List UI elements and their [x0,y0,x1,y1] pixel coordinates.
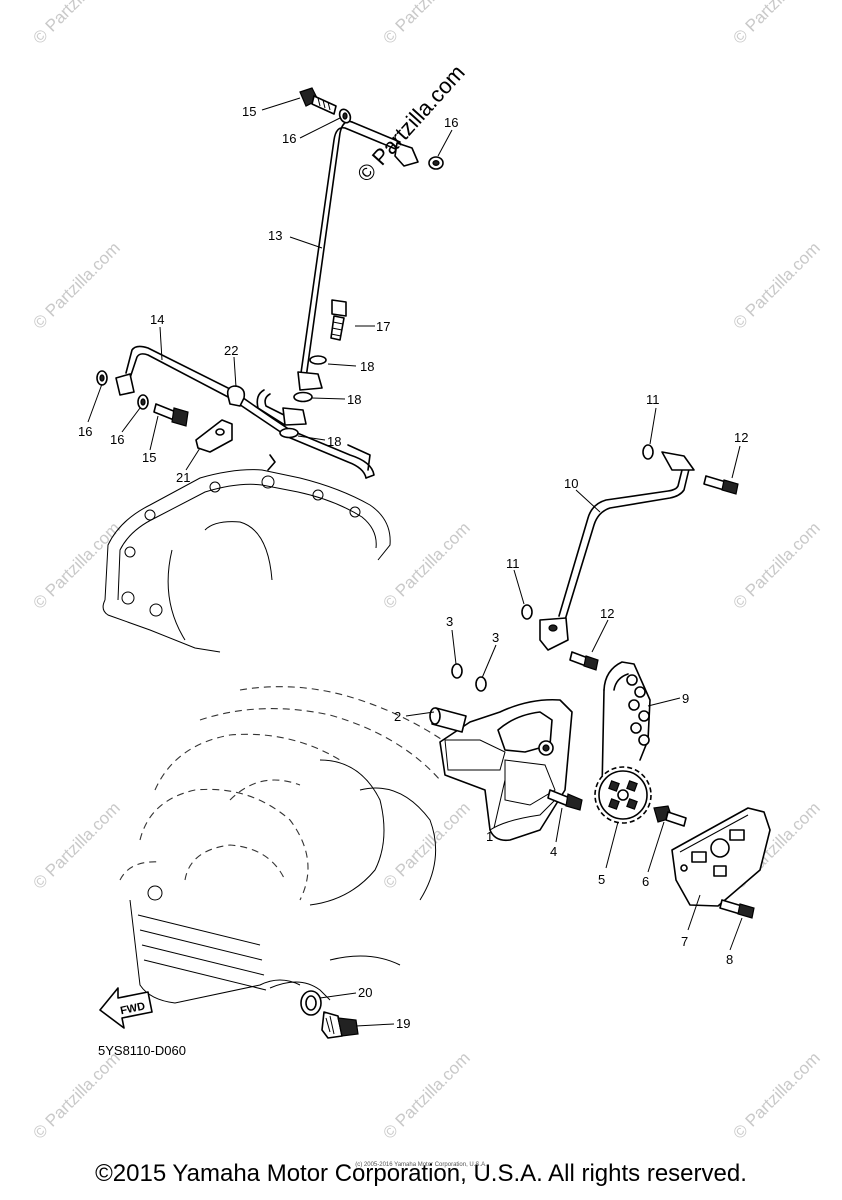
callout-21: 21 [176,470,190,485]
watermark: © Partzilla.com [29,238,123,332]
callout-18-a: 18 [360,359,374,374]
dowel-2 [429,707,467,733]
washer-16-left-b [137,394,149,410]
o-ring-3-a [451,663,463,679]
bracket-21 [195,419,233,453]
callout-4: 4 [550,844,557,859]
copyright-footer: ©2015 Yamaha Motor Corporation, U.S.A. A… [95,1160,747,1187]
callout-10: 10 [564,476,578,491]
callout-14: 14 [150,312,164,327]
sprocket-5 [594,766,652,824]
watermark: © Partzilla.com [379,1048,473,1142]
bolt-8 [719,899,755,919]
washer-18-c [279,427,299,439]
clamp-22 [226,385,246,407]
diagram-code: 5YS8110-D060 [98,1043,186,1058]
watermark: © Partzilla.com [729,1048,823,1142]
callout-16-left-a: 16 [78,424,92,439]
watermark: © Partzilla.com [729,0,823,48]
callout-18-b: 18 [347,392,361,407]
callout-12-bottom: 12 [600,606,614,621]
callout-20: 20 [358,985,372,1000]
cylinder-outline [102,469,391,653]
watermark: © Partzilla.com [379,798,473,892]
watermark: © Partzilla.com [29,518,123,612]
union-bolt-17 [330,299,347,341]
callout-19: 19 [396,1016,410,1031]
callout-15-top: 15 [242,104,256,119]
callout-16-right: 16 [444,115,458,130]
oil-pipe-10 [539,451,695,651]
washer-16-right [428,156,444,170]
callout-1: 1 [486,829,493,844]
washer-16-left-a [96,370,108,386]
bolt-4 [547,789,583,811]
callout-9: 9 [682,691,689,706]
watermark: © Partzilla.com [29,0,123,48]
callout-16-top: 16 [282,131,296,146]
watermark: © Partzilla.com [29,798,123,892]
watermark: © Partzilla.com [729,238,823,332]
fwd-label: FWD [119,1000,146,1017]
callout-3-b: 3 [492,630,499,645]
callout-18-c: 18 [327,434,341,449]
oil-pump-1 [439,698,573,842]
callout-16-left-b: 16 [110,432,124,447]
callout-8: 8 [726,952,733,967]
callout-11-bottom: 11 [506,556,520,571]
o-ring-11-top [642,444,654,460]
oil-delivery-pipe-13 [256,120,419,426]
watermark: © Partzilla.com [29,1048,123,1142]
callout-22: 22 [224,343,238,358]
washer-18-b [293,391,313,403]
union-bolt-15-top [299,87,337,115]
sprocket-cover-7 [671,807,771,907]
callout-12-top: 12 [734,430,748,445]
callout-7: 7 [681,934,688,949]
callout-5: 5 [598,872,605,887]
o-ring-3-b [475,676,487,692]
bolt-6 [653,805,687,827]
small-copyright: (c) 2005-2016 Yamaha Motor Corporation, … [355,1162,487,1168]
washer-18-a [309,355,327,365]
callouts: 15 16 16 13 17 18 18 18 14 22 16 16 15 2… [78,104,748,1031]
watermark-grid: © Partzilla.com © Partzilla.com © Partzi… [29,0,823,1143]
callout-11-top: 11 [646,392,660,407]
watermark: © Partzilla.com [379,0,473,48]
oil-delivery-pipe-14 [115,345,375,479]
chain-9 [601,661,651,791]
callout-6: 6 [642,874,649,889]
gasket-20 [300,990,322,1016]
union-bolt-15-left [153,403,189,427]
callout-13: 13 [268,228,282,243]
o-ring-11-bottom [521,604,533,620]
forward-arrow-icon: FWD [99,987,153,1029]
watermark: © Partzilla.com [729,518,823,612]
callout-15-left: 15 [142,450,156,465]
callout-3-a: 3 [446,614,453,629]
watermark: © Partzilla.com [379,518,473,612]
bolt-12-top [703,475,739,495]
leader-lines [87,97,743,1027]
callout-17: 17 [376,319,390,334]
bolt-12-bottom [569,651,599,671]
drain-plug-19 [321,1011,359,1039]
callout-2: 2 [394,709,401,724]
washer-16-top [338,108,352,124]
